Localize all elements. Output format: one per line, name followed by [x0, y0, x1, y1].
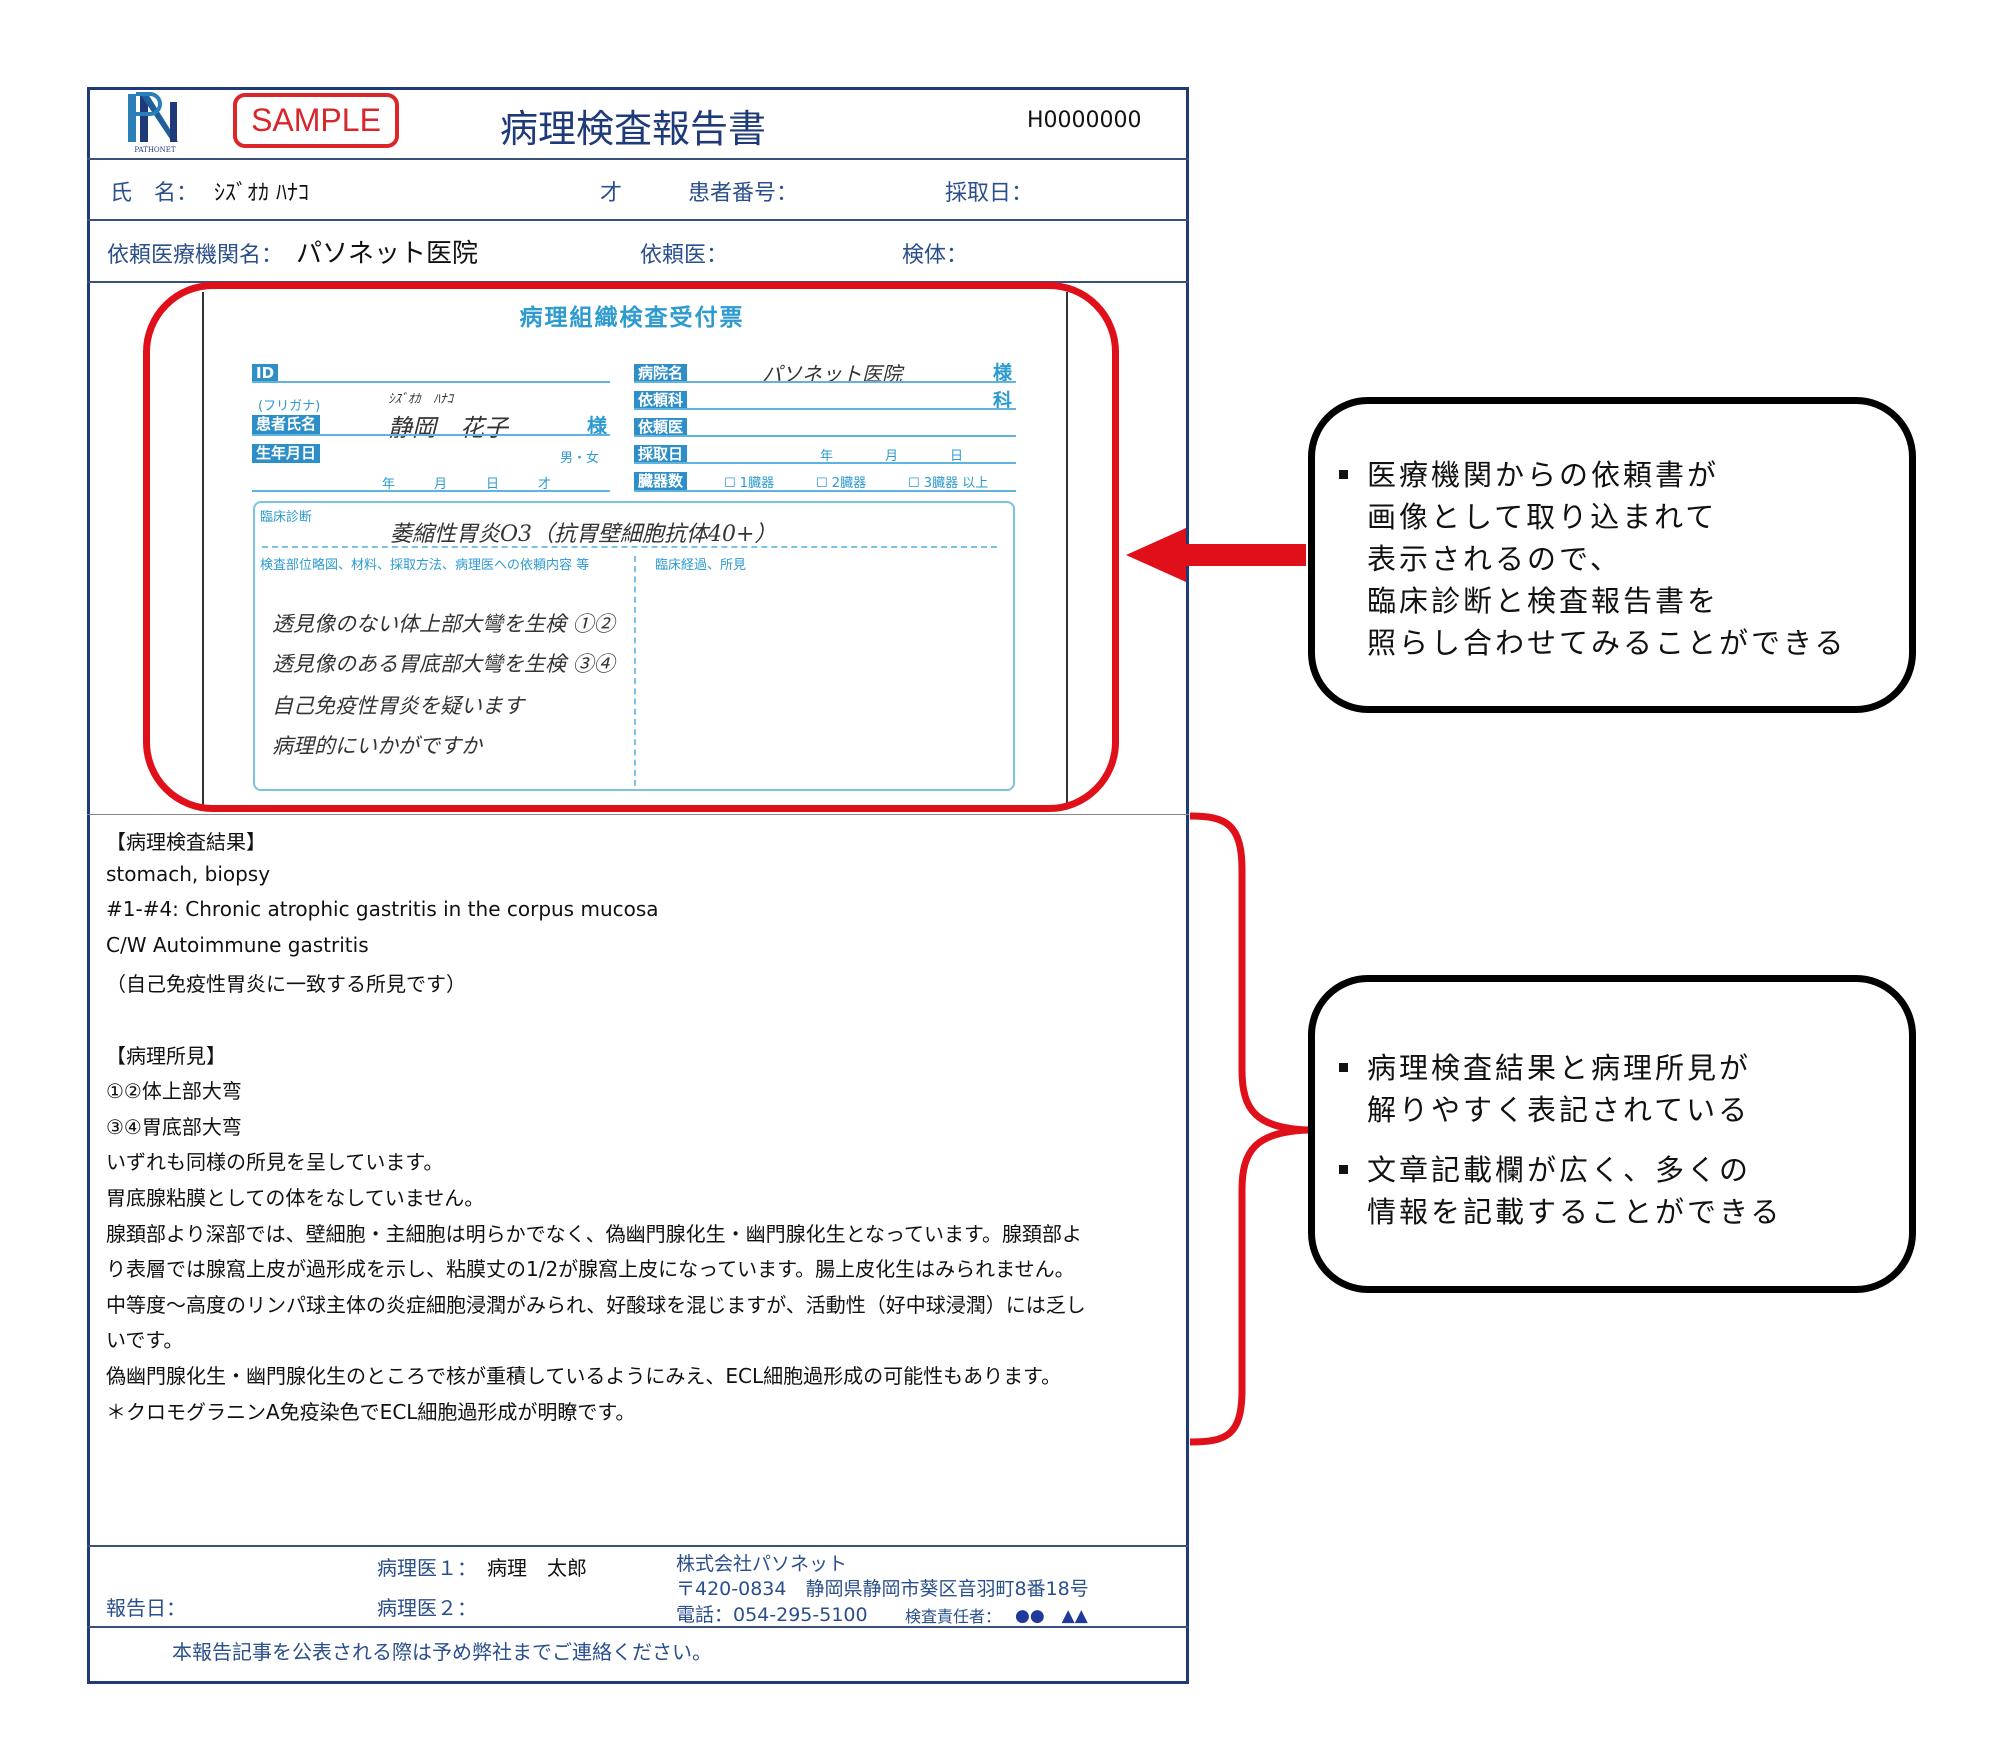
institution-label: 依頼医療機関名： — [107, 243, 284, 268]
handwritten-line: 透見像のない体上部大彎を生検 ①② — [272, 612, 615, 636]
result-line: 偽幽門腺化生・幽門腺化生のところで核が重積しているようにみえ、ECL細胞過形成の… — [106, 1364, 1062, 1388]
company-phone: 電話：054-295-5100 — [676, 1604, 868, 1626]
result-line: いです。 — [106, 1328, 184, 1353]
institution-name: パソネット医院 — [296, 239, 479, 269]
form-line — [634, 435, 1016, 437]
clinical-dx-label: 臨床診断 — [260, 510, 313, 525]
result-line: #1-#4: Chronic atrophic gastritis in the… — [106, 897, 659, 922]
company-name: 株式会社パソネット — [676, 1553, 848, 1575]
clinical-dx-value: 萎縮性胃炎O3（抗胃壁細胞抗体40+） — [390, 522, 777, 547]
hospital-label: 病院名 — [634, 364, 688, 383]
handwritten-line: 透見像のある胃底部大彎を生検 ③④ — [272, 652, 615, 676]
organs-label: 臓器数 — [634, 472, 688, 491]
publication-notice: 本報告記事を公表される際は予め弊社までご連絡ください。 — [172, 1640, 712, 1664]
company-address: 〒420-0834 静岡県静岡市葵区音羽町8番18号 — [676, 1578, 1089, 1600]
organ-option-label: 3臓器 以上 — [923, 476, 989, 491]
handwritten-line: 病理的にいかがですか — [272, 734, 482, 758]
responsible-name: ●● ▲▲ — [1015, 1606, 1088, 1626]
furigana-label: (フリガナ) — [258, 399, 321, 414]
result-line: 【病理検査結果】 — [106, 830, 266, 854]
form-line — [634, 490, 1016, 492]
callout-item: 文章記載欄が広く、多くの 情報を記載することができる — [1315, 1149, 1909, 1233]
clinical-box — [253, 501, 1015, 791]
pathologist1-label: 病理医１： — [377, 1556, 477, 1580]
patient-number-label: 患者番号： — [688, 181, 799, 206]
collection-parts: 年 月 日 — [820, 449, 964, 464]
doctor-label: 依頼医 — [634, 418, 688, 437]
highlight-box — [143, 282, 1119, 812]
collection-label: 採取日 — [634, 445, 688, 464]
organ-option-label: 2臓器 — [831, 476, 867, 491]
furigana-value: ｼｽﾞｵｶ ﾊﾅｺ — [388, 392, 454, 407]
svg-text:PATHONET: PATHONET — [134, 146, 175, 154]
form-line — [252, 434, 610, 436]
result-line: 【病理所見】 — [106, 1043, 226, 1068]
sama-suffix: 様 — [993, 362, 1013, 384]
report-date-label: 報告日： — [106, 1596, 186, 1620]
callout-item: 病理検査結果と病理所見が 解りやすく表記されている — [1315, 1047, 1909, 1131]
result-line: 中等度～高度のリンパ球主体の炎症細胞浸潤がみられ、好酸球を混じますが、活動性（好… — [106, 1292, 1086, 1317]
divider — [87, 219, 1189, 221]
form-line — [634, 462, 1016, 464]
divider — [87, 1626, 1189, 1628]
pathology-report — [87, 87, 1189, 1684]
birthdate-parts: 年 月 日 才 — [382, 477, 552, 492]
sample-stamp: SAMPLE — [233, 93, 399, 148]
form-line — [252, 381, 610, 383]
department-label: 依頼科 — [634, 391, 688, 410]
age-unit: 才 — [600, 181, 623, 206]
pathonet-logo: PATHONET — [126, 92, 184, 154]
result-line: 胃底腺粘膜としての体をなしていません。 — [106, 1186, 485, 1210]
callout-image-import: 医療機関からの依頼書が 画像として取り込まれて 表示されるので、 臨床診断と検査… — [1308, 397, 1916, 713]
callout-readability: 病理検査結果と病理所見が 解りやすく表記されている 文章記載欄が広く、多くの 情… — [1308, 975, 1916, 1293]
sex-options: 男・女 — [560, 451, 600, 466]
patient-name: ｼｽﾞｵｶ ﾊﾅｺ — [214, 181, 309, 206]
divider — [87, 814, 1189, 815]
dashed-divider — [634, 556, 636, 786]
result-line: C/W Autoimmune gastritis — [106, 932, 369, 957]
handwritten-line: 自己免疫性胃炎を疑います — [272, 694, 524, 718]
pathologist1-name: 病理 太郎 — [487, 1556, 587, 1580]
organ-option-label: 1臓器 — [739, 476, 775, 491]
organ-option: ☐ 1臓器 — [724, 476, 775, 491]
sama-suffix: 様 — [587, 414, 607, 438]
report-id: H0000000 — [1027, 108, 1142, 133]
form-line — [634, 381, 1016, 383]
form-line — [252, 490, 610, 492]
result-line: ③④胃底部大弯 — [106, 1114, 242, 1139]
result-line: （自己免疫性胃炎に一致する所見です） — [106, 972, 466, 997]
requesting-doctor-label: 依頼医： — [640, 243, 729, 268]
divider — [87, 1545, 1189, 1547]
specimen-label: 検体： — [902, 243, 969, 268]
result-line: ＊クロモグラニンA免疫染色でECL細胞過形成が明瞭です。 — [106, 1399, 636, 1424]
patient-name-label: 患者氏名 — [252, 415, 321, 434]
request-label: 検査部位略図、材料、採取方法、病理医への依頼内容 等 — [260, 558, 590, 573]
department-suffix: 科 — [993, 390, 1013, 412]
result-line: 腺頚部より深部では、壁細胞・主細胞は明らかでなく、偽幽門腺化生・幽門腺化生となっ… — [106, 1221, 1082, 1246]
name-label: 氏 名： — [110, 181, 199, 206]
pathologist2-label: 病理医２： — [377, 1596, 477, 1620]
result-line: stomach, biopsy — [106, 861, 271, 886]
result-line: いずれも同様の所見を呈しています。 — [106, 1150, 444, 1175]
form-line — [634, 408, 1016, 410]
divider — [87, 158, 1189, 160]
arrow-left-icon — [1126, 528, 1306, 582]
callout-item: 医療機関からの依頼書が 画像として取り込まれて 表示されるので、 臨床診断と検査… — [1315, 454, 1909, 664]
organ-option: ☐ 2臓器 — [816, 476, 867, 491]
form-id-label: ID — [252, 364, 279, 383]
result-line: ①②体上部大弯 — [106, 1079, 242, 1104]
course-label: 臨床経過、所見 — [655, 558, 747, 573]
responsible-label: 検査責任者： — [905, 1607, 1002, 1626]
result-line: り表層では腺窩上皮が過形成を示し、粘膜丈の1/2が腺窩上皮になっています。腸上皮… — [106, 1257, 1075, 1282]
report-title: 病理検査報告書 — [500, 107, 767, 151]
form-patient-name: 静岡 花子 — [388, 414, 508, 442]
form-title: 病理組織検査受付票 — [519, 305, 745, 331]
birthdate-label: 生年月日 — [252, 444, 321, 463]
brace-icon — [1189, 812, 1309, 1446]
dashed-divider — [262, 546, 997, 548]
organ-option: ☐ 3臓器 以上 — [908, 476, 989, 491]
collection-date-label: 採取日： — [945, 181, 1034, 206]
